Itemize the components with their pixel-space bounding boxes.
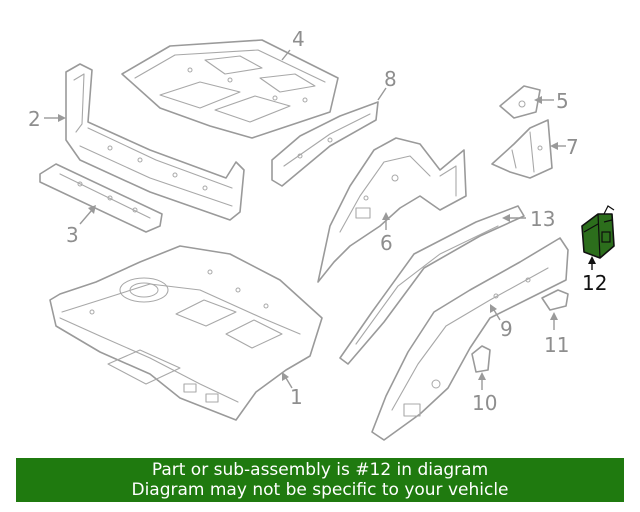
arrow-10 [478,372,486,380]
part-3-reinforcement[interactable] [39,163,163,233]
callout-10: 10 [472,391,497,415]
callout-5: 5 [556,89,569,113]
leader-9 [493,309,501,321]
arrow-12 [588,256,596,264]
part-12-highlighted-bracket[interactable] [581,205,615,259]
callout-7: 7 [566,135,579,159]
banner-line-2: Diagram may not be specific to your vehi… [131,480,509,500]
callout-11: 11 [544,333,569,357]
arrow-13 [502,214,510,222]
callout-13: 13 [530,207,555,231]
part-2-rear-crossmember[interactable] [65,63,245,221]
arrow-6 [382,212,390,220]
part-10-plate[interactable] [471,345,491,373]
banner-line-1: Part or sub-assembly is #12 in diagram [151,460,489,480]
arrow-11 [550,312,558,320]
callout-1: 1 [290,385,303,409]
part-1-rear-floor[interactable] [49,245,323,421]
callout-8: 8 [384,67,397,91]
part-8-bracket[interactable] [271,101,379,187]
part-4-floor-panel[interactable] [121,39,339,139]
arrow-7 [550,142,558,150]
arrow-5 [534,96,542,104]
arrow-2 [58,114,66,122]
callout-2: 2 [28,107,41,131]
arrow-1 [282,372,289,381]
part-7-side-bracket[interactable] [491,119,553,179]
leader-8 [377,87,387,101]
callout-3: 3 [66,223,79,247]
leader-1 [285,377,293,389]
part-13-side-rail[interactable] [339,205,525,365]
leader-4 [281,49,291,61]
part-5-small-bracket[interactable] [499,85,541,119]
part-9-frame-rail[interactable] [371,237,569,441]
arrow-9 [490,304,497,313]
callout-12: 12 [582,271,607,295]
info-banner: Part or sub-assembly is #12 in diagram D… [16,458,624,502]
callout-4: 4 [292,27,305,51]
part-11-clip[interactable] [541,289,569,311]
parts-diagram: 4 2 3 8 5 7 6 13 12 9 11 10 1 [28,27,615,441]
part-6-wheelhouse[interactable] [317,137,467,283]
callout-6: 6 [380,231,393,255]
leader-3 [79,209,93,225]
callout-9: 9 [500,317,513,341]
arrow-3 [88,205,96,214]
